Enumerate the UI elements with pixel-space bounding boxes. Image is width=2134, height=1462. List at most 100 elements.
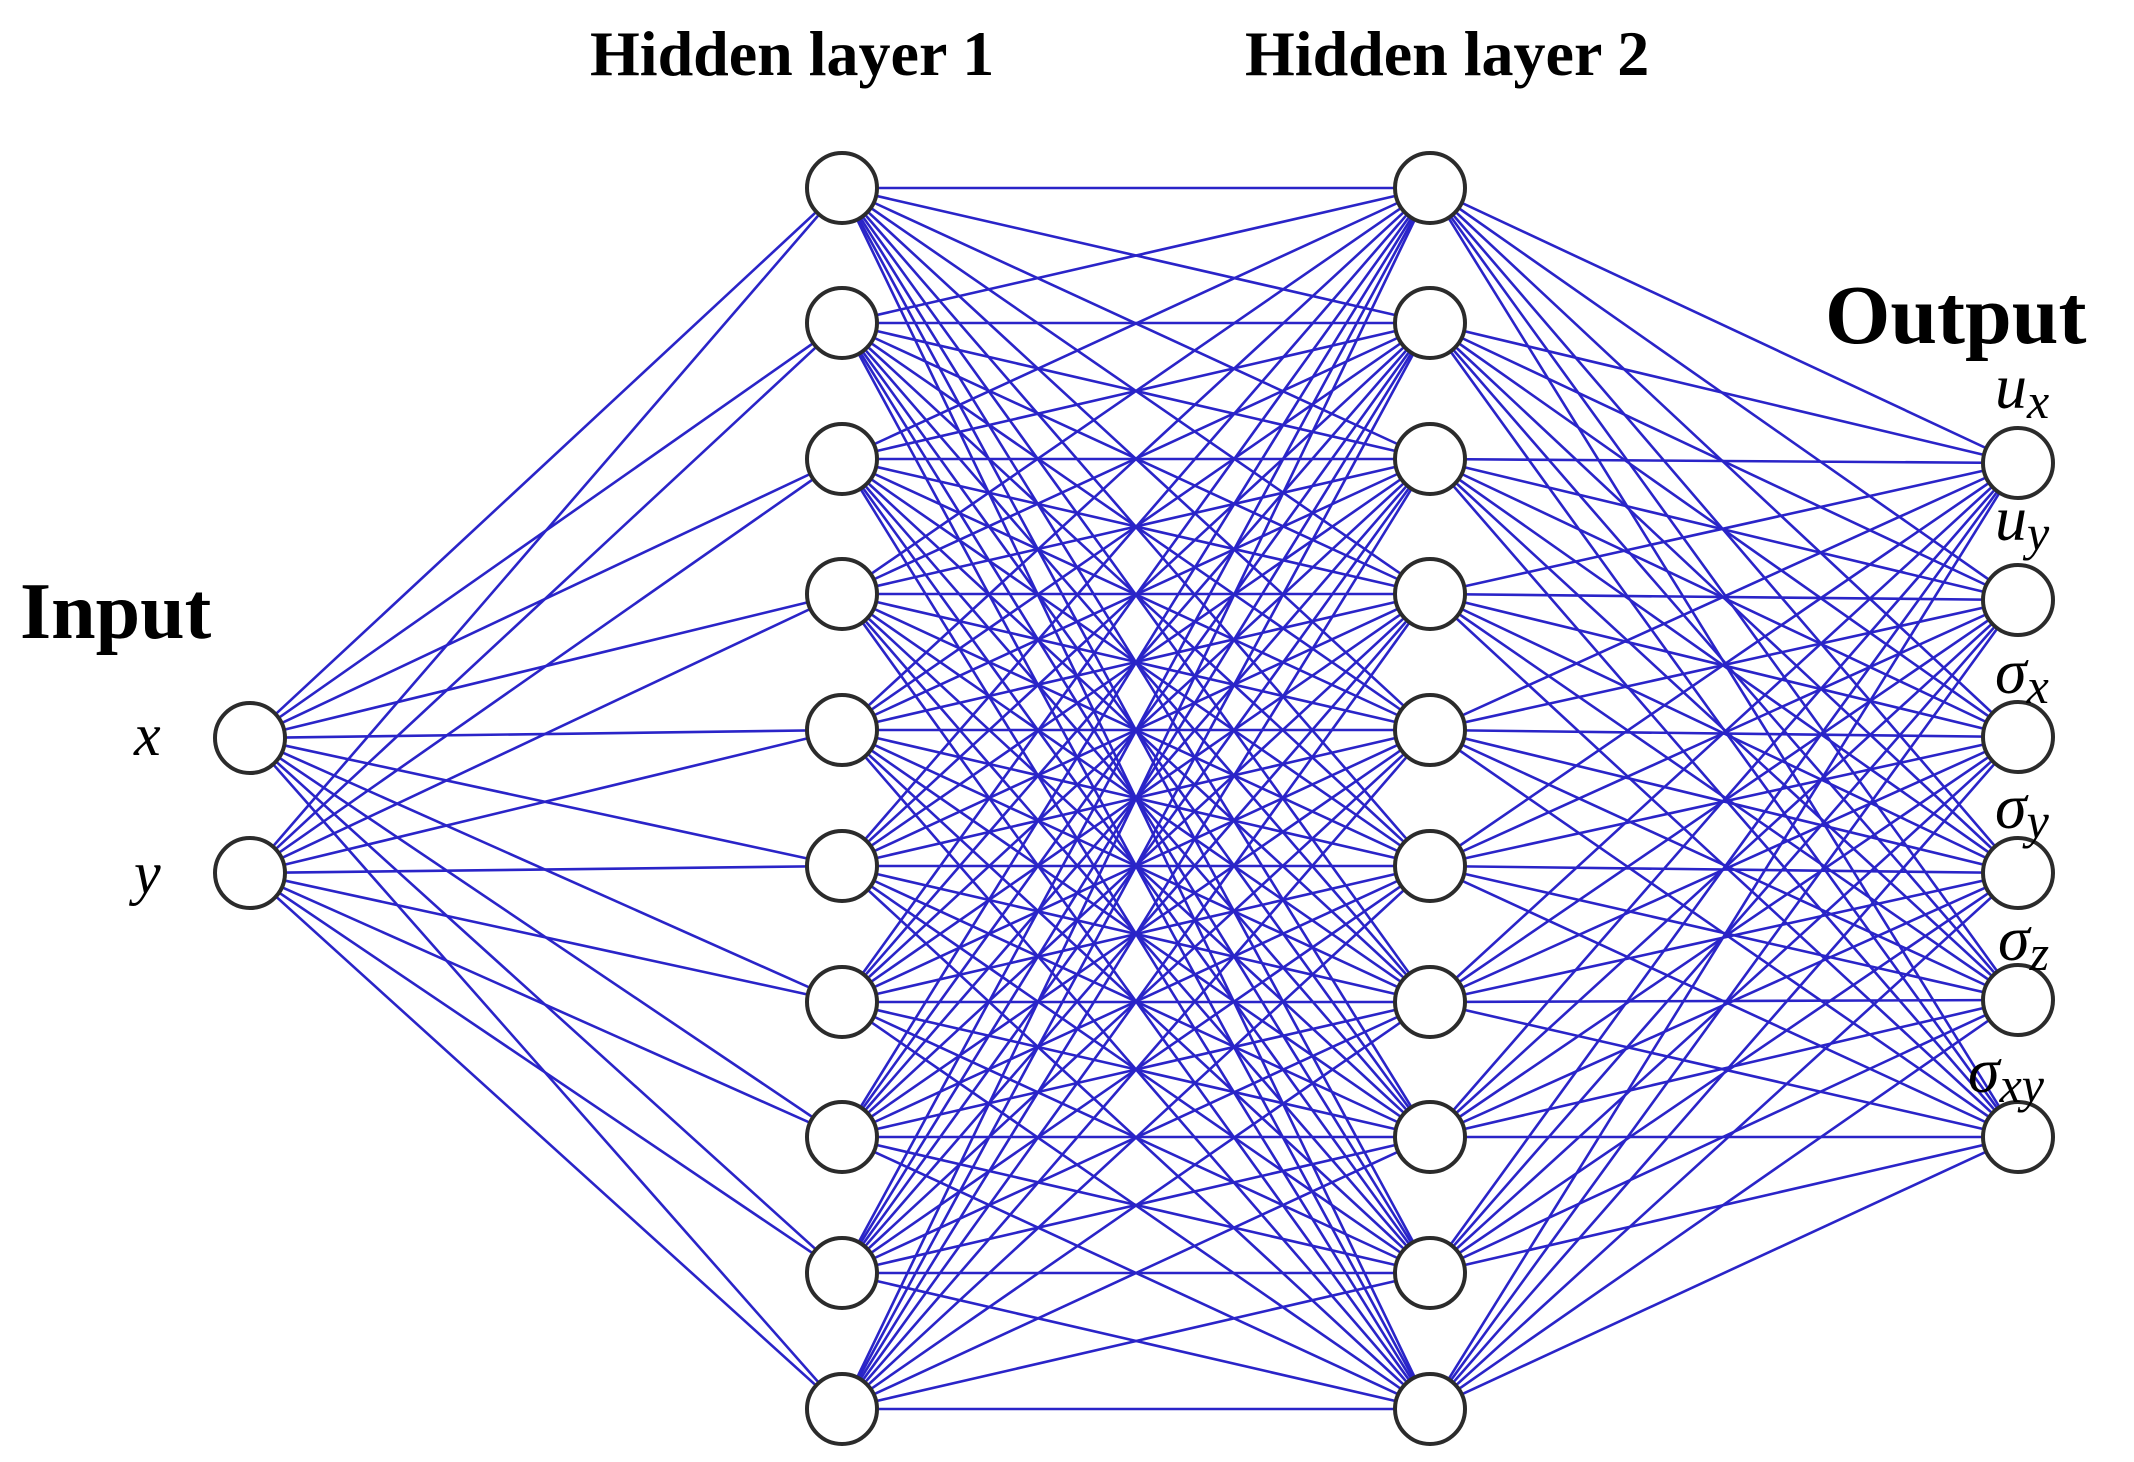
input-node-2: [213, 836, 287, 910]
hidden1-node-4: [805, 557, 879, 631]
hidden2-node-7: [1393, 965, 1467, 1039]
edge-hidden2-9-to-output-5: [1429, 998, 2019, 1275]
output-label-3: σx: [1995, 636, 2049, 714]
output-label-6: σxy: [1968, 1035, 2045, 1113]
hidden2-node-10: [1393, 1372, 1467, 1446]
edge-hidden1-10-to-hidden2-7: [841, 1000, 1431, 1411]
edge-hidden2-10-to-output-1: [1428, 462, 2020, 1410]
output-node-3: [1981, 700, 2055, 774]
edge-hidden2-2-to-output-5: [1429, 322, 2019, 1001]
edge-hidden1-10-to-hidden2-9: [841, 1271, 1431, 1411]
edge-hidden2-1-to-output-5: [1428, 187, 2020, 1001]
output-label-subscript: y: [2022, 505, 2050, 561]
output-label-subscript: z: [2029, 925, 2049, 981]
hidden2-node-1: [1393, 151, 1467, 225]
edge-hidden2-6-to-output-5: [1429, 864, 2019, 1002]
edge-hidden1-2-to-hidden2-1: [841, 186, 1431, 325]
edge-hidden1-10-to-hidden2-2: [840, 322, 1432, 1410]
hidden-layer-2-title: Hidden layer 2: [1245, 18, 1649, 89]
edge-hidden2-4-to-output-5: [1429, 592, 2019, 1002]
hidden1-node-8: [805, 1100, 879, 1174]
hidden2-node-4: [1393, 557, 1467, 631]
hidden1-node-7: [805, 965, 879, 1039]
edge-hidden2-5-to-output-1: [1429, 461, 2019, 732]
edge-hidden1-7-to-hidden2-1: [840, 187, 1432, 1003]
edge-hidden2-2-to-output-1: [1429, 321, 2019, 465]
input-layer-title: Input: [20, 568, 212, 656]
network-nodes: [213, 151, 2055, 1446]
edge-input-2-to-hidden1-8: [249, 871, 843, 1139]
edge-hidden1-10-to-hidden2-5: [841, 729, 1431, 1410]
edge-hidden2-1-to-output-1: [1429, 186, 2019, 465]
output-label-main: σ: [1995, 636, 2029, 707]
edge-hidden2-9-to-output-1: [1428, 462, 2020, 1274]
output-node-5: [1981, 963, 2055, 1037]
edge-hidden1-10-to-hidden2-8: [841, 1135, 1431, 1411]
edge-input-2-to-hidden1-10: [249, 872, 843, 1410]
hidden2-node-3: [1393, 422, 1467, 496]
edge-hidden1-8-to-hidden2-1: [840, 187, 1432, 1138]
hidden1-node-3: [805, 422, 879, 496]
edge-input-2-to-hidden1-4: [249, 592, 843, 875]
output-label-2: uy: [1995, 483, 2050, 561]
connection-edges: [249, 186, 2020, 1411]
hidden2-node-9: [1393, 1236, 1467, 1310]
edge-hidden2-6-to-output-1: [1429, 461, 2019, 868]
edge-hidden2-10-to-output-6: [1429, 1135, 2019, 1411]
output-node-1: [1981, 426, 2055, 500]
output-label-main: σ: [1968, 1035, 2002, 1106]
output-label-main: u: [1995, 351, 2027, 422]
edge-hidden2-7-to-output-5: [1429, 998, 2019, 1004]
output-label-subscript: y: [2022, 793, 2050, 849]
edge-hidden2-8-to-output-1: [1429, 462, 2019, 1138]
edge-input-2-to-hidden1-5: [249, 728, 843, 875]
edge-hidden2-5-to-output-5: [1429, 728, 2019, 1002]
input-label-1: x: [133, 702, 161, 768]
edge-hidden1-10-to-hidden2-4: [840, 593, 1432, 1410]
output-label-subscript: x: [2026, 658, 2049, 714]
edge-hidden2-3-to-output-5: [1429, 458, 2019, 1001]
hidden1-node-2: [805, 286, 879, 360]
edge-input-2-to-hidden1-3: [249, 457, 843, 875]
edge-input-2-to-hidden1-6: [249, 864, 843, 875]
edge-hidden1-9-to-hidden2-1: [840, 187, 1432, 1274]
hidden2-node-6: [1393, 829, 1467, 903]
edge-hidden1-10-to-hidden2-3: [840, 458, 1432, 1410]
output-label-main: u: [1995, 483, 2027, 554]
hidden2-node-2: [1393, 286, 1467, 360]
hidden1-node-5: [805, 693, 879, 767]
hidden1-node-9: [805, 1236, 879, 1310]
edge-hidden2-10-to-output-4: [1429, 872, 2019, 1410]
edge-input-2-to-hidden1-2: [249, 322, 843, 874]
output-label-main: σ: [1995, 771, 2029, 842]
hidden1-node-6: [805, 829, 879, 903]
edge-hidden1-5-to-hidden2-1: [841, 187, 1431, 731]
edge-hidden2-3-to-output-1: [1429, 457, 2019, 465]
hidden2-node-8: [1393, 1100, 1467, 1174]
edge-hidden2-10-to-output-5: [1429, 998, 2019, 1411]
output-label-4: σy: [1995, 771, 2050, 849]
edge-hidden1-10-to-hidden2-6: [841, 865, 1431, 1410]
edge-hidden2-8-to-output-5: [1429, 998, 2019, 1139]
output-layer-title: Output: [1825, 269, 2086, 362]
output-label-1: ux: [1995, 351, 2049, 429]
edge-hidden2-10-to-output-2: [1428, 599, 2020, 1410]
output-node-6: [1981, 1100, 2055, 1174]
hidden2-node-5: [1393, 693, 1467, 767]
edge-hidden2-7-to-output-1: [1429, 462, 2019, 1003]
edge-hidden2-4-to-output-1: [1429, 461, 2019, 596]
edge-input-2-to-hidden1-9: [249, 871, 843, 1275]
output-label-main: σ: [1998, 903, 2032, 974]
edge-input-2-to-hidden1-7: [249, 871, 843, 1004]
edge-hidden1-6-to-hidden2-1: [841, 187, 1431, 867]
hidden-layer-1-title: Hidden layer 1: [590, 18, 994, 89]
edge-input-2-to-hidden1-1: [249, 187, 843, 874]
edge-hidden1-10-to-hidden2-1: [840, 187, 1432, 1410]
edge-hidden1-3-to-hidden2-1: [841, 186, 1431, 461]
output-label-5: σz: [1998, 903, 2049, 981]
output-node-4: [1981, 836, 2055, 910]
hidden1-node-10: [805, 1372, 879, 1446]
edge-hidden2-10-to-output-3: [1429, 736, 2019, 1410]
